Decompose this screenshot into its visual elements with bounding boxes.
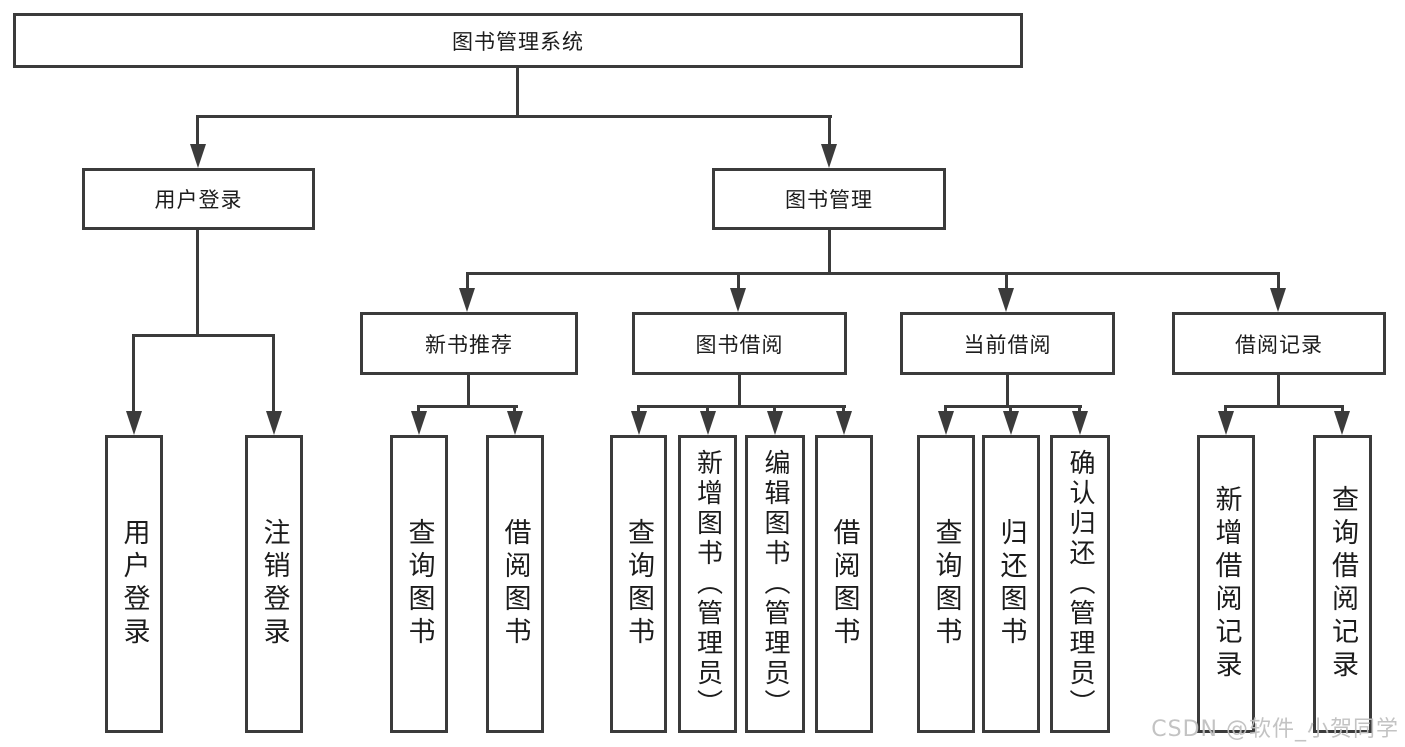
- arrow-down-icon: [730, 288, 746, 312]
- leaf-label: 归还图书: [995, 518, 1027, 650]
- arrow-down-icon: [821, 144, 837, 168]
- arrow-down-icon: [459, 288, 475, 312]
- edge-drop-current-borrow: [1005, 272, 1008, 290]
- edge-borrow-records-bus: [1224, 405, 1344, 408]
- arrow-down-icon: [126, 411, 142, 435]
- leaf-label: 借阅图书: [499, 518, 531, 650]
- edge-drop: [513, 405, 516, 413]
- edge-drop: [944, 405, 947, 413]
- node-new-book-recommend: 新书推荐: [360, 312, 578, 375]
- edge-drop: [417, 405, 420, 413]
- arrow-down-icon: [1218, 411, 1234, 435]
- edge-drop-book-borrow: [737, 272, 740, 290]
- edge-user-login-stem: [196, 230, 199, 337]
- leaf-label: 新增图书（管理员）: [692, 449, 723, 719]
- arrow-down-icon: [998, 288, 1014, 312]
- node-library-management-system: 图书管理系统: [13, 13, 1023, 68]
- arrow-down-icon: [836, 411, 852, 435]
- leaf-borrow-books-recommend: 借阅图书: [486, 435, 544, 733]
- edge-drop: [1224, 405, 1227, 413]
- node-borrow-records: 借阅记录: [1172, 312, 1386, 375]
- edge-drop-borrow-records: [1277, 272, 1280, 290]
- leaf-label: 注销登录: [258, 518, 290, 650]
- edge-drop-book-management: [828, 115, 831, 146]
- leaf-label: 确认归还（管理员）: [1065, 449, 1095, 719]
- arrow-down-icon: [767, 411, 783, 435]
- leaf-label: 新增借阅记录: [1210, 485, 1242, 683]
- arrow-down-icon: [266, 411, 282, 435]
- edge-drop-new-book-recommend: [466, 272, 469, 290]
- leaf-return-books: 归还图书: [982, 435, 1040, 733]
- leaf-label: 用户登录: [118, 518, 150, 650]
- edge-root-stem: [516, 68, 519, 118]
- edge-drop: [842, 405, 845, 413]
- leaf-label: 借阅图书: [828, 518, 860, 650]
- arrow-down-icon: [507, 411, 523, 435]
- leaf-label: 查询借阅记录: [1327, 485, 1358, 683]
- edge-user-login-bus: [132, 334, 275, 337]
- leaf-add-book-admin: 新增图书（管理员）: [678, 435, 737, 733]
- edge-drop: [1078, 405, 1081, 413]
- arrow-down-icon: [1072, 411, 1088, 435]
- arrow-down-icon: [1003, 411, 1019, 435]
- arrow-down-icon: [938, 411, 954, 435]
- edge-new-book-recommend-stem: [467, 375, 470, 408]
- arrow-down-icon: [1334, 411, 1350, 435]
- leaf-query-borrow-record: 查询借阅记录: [1313, 435, 1372, 733]
- edge-current-borrow-stem: [1006, 375, 1009, 408]
- leaf-borrow-books: 借阅图书: [815, 435, 873, 733]
- leaf-query-books-current: 查询图书: [917, 435, 975, 733]
- leaf-add-borrow-record: 新增借阅记录: [1197, 435, 1255, 733]
- edge-borrow-records-stem: [1277, 375, 1280, 408]
- node-current-borrow: 当前借阅: [900, 312, 1115, 375]
- arrow-down-icon: [700, 411, 716, 435]
- edge-level3-bus: [466, 272, 1280, 275]
- node-book-management: 图书管理: [712, 168, 946, 230]
- leaf-label: 编辑图书（管理员）: [760, 449, 790, 719]
- leaf-user-login: 用户登录: [105, 435, 163, 733]
- edge-drop: [1009, 405, 1012, 413]
- edge-drop-leaf-user-login: [132, 334, 135, 413]
- csdn-watermark: CSDN @软件_小贺同学: [1151, 717, 1399, 742]
- leaf-label: 查询图书: [930, 518, 962, 650]
- leaf-query-books-borrow: 查询图书: [610, 435, 667, 733]
- leaf-confirm-return-admin: 确认归还（管理员）: [1050, 435, 1110, 733]
- edge-level2-bus: [196, 115, 832, 118]
- node-book-borrow: 图书借阅: [632, 312, 847, 375]
- edge-book-borrow-stem: [738, 375, 741, 408]
- edge-new-book-recommend-bus: [417, 405, 518, 408]
- arrow-down-icon: [190, 144, 206, 168]
- edge-book-borrow-bus: [637, 405, 846, 408]
- leaf-label: 查询图书: [623, 518, 654, 650]
- node-user-login: 用户登录: [82, 168, 315, 230]
- edge-drop-leaf-logout: [272, 334, 275, 413]
- edge-book-management-stem: [828, 230, 831, 275]
- arrow-down-icon: [1270, 288, 1286, 312]
- leaf-logout: 注销登录: [245, 435, 303, 733]
- edge-drop-user-login: [196, 115, 199, 146]
- arrow-down-icon: [631, 411, 647, 435]
- leaf-label: 查询图书: [403, 518, 435, 650]
- edge-drop: [1341, 405, 1344, 413]
- edge-drop: [706, 405, 709, 413]
- edge-current-borrow-bus: [944, 405, 1082, 408]
- edge-drop: [637, 405, 640, 413]
- arrow-down-icon: [411, 411, 427, 435]
- edge-drop: [773, 405, 776, 413]
- leaf-query-books-recommend: 查询图书: [390, 435, 448, 733]
- leaf-edit-book-admin: 编辑图书（管理员）: [745, 435, 805, 733]
